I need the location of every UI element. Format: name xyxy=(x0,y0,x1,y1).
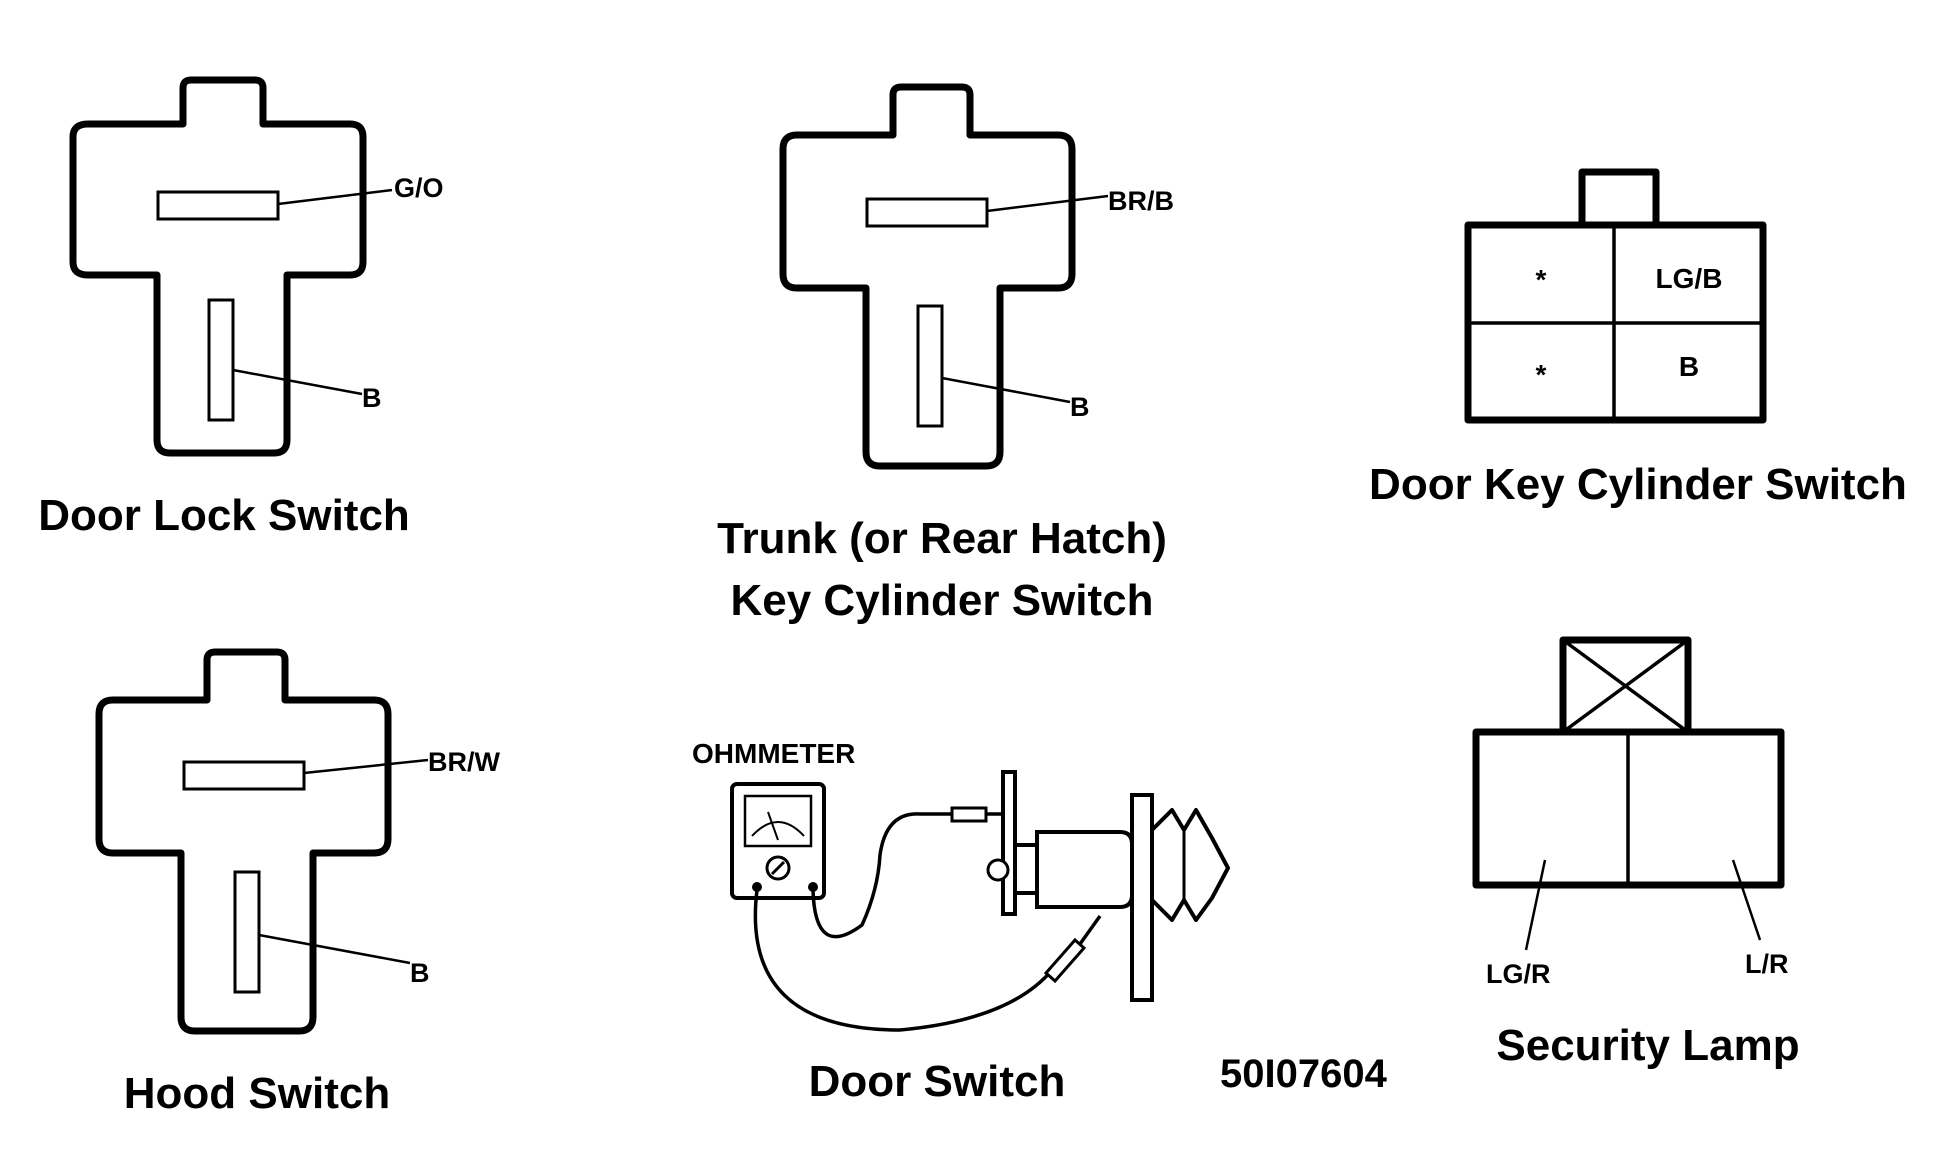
lead-lower-probe xyxy=(1043,937,1087,984)
hood-switch-upper-terminal xyxy=(182,760,306,791)
door-key-cylinder-switch-cell-1: * xyxy=(1536,264,1547,295)
door-switch: OHMMETER Door Switch xyxy=(692,738,1230,1106)
door-key-cylinder-switch-latch xyxy=(1578,168,1660,229)
door-lock-switch-upper-leader xyxy=(277,188,393,206)
security-lamp: LG/R L/R Security Lamp xyxy=(1472,636,1800,1070)
lead-upper-probe xyxy=(950,806,988,823)
hood-switch-lower-leader xyxy=(258,933,411,965)
trunk-key-switch-upper-wire: BR/B xyxy=(1108,186,1174,216)
trunk-key-switch-lower-leader xyxy=(941,376,1071,404)
security-lamp-caption: Security Lamp xyxy=(1496,1021,1799,1070)
trunk-key-switch: BR/B B Trunk (or Rear Hatch) Key Cylinde… xyxy=(717,83,1174,625)
door-lock-switch-upper-wire: G/O xyxy=(394,173,444,203)
hood-switch-lower-wire: B xyxy=(410,958,430,988)
trunk-key-switch-connector-outline xyxy=(779,83,1076,470)
hood-switch-upper-leader xyxy=(303,758,429,775)
hood-switch: BR/W B Hood Switch xyxy=(95,648,500,1118)
part-number: 50I07604 xyxy=(1220,1052,1388,1096)
door-key-cylinder-switch-cell-3: * xyxy=(1536,359,1547,390)
security-lamp-right-leader xyxy=(1731,859,1762,941)
door-lock-switch-lower-wire: B xyxy=(362,383,382,413)
trunk-key-switch-upper-leader xyxy=(986,194,1109,213)
hood-switch-caption: Hood Switch xyxy=(124,1069,390,1118)
hood-switch-connector-outline xyxy=(95,648,392,1035)
trunk-key-switch-lower-terminal xyxy=(916,304,944,428)
door-switch-body xyxy=(986,770,1230,1002)
door-key-cylinder-switch-cell-2: LG/B xyxy=(1656,263,1723,294)
trunk-key-switch-caption-line2: Key Cylinder Switch xyxy=(730,576,1153,625)
security-lamp-right-wire: L/R xyxy=(1745,949,1789,979)
trunk-key-switch-lower-wire: B xyxy=(1070,392,1090,422)
hood-switch-upper-wire: BR/W xyxy=(428,747,500,777)
ohmmeter-lead-lower xyxy=(753,889,1064,1032)
door-lock-switch-lower-leader xyxy=(232,368,363,396)
door-key-cylinder-switch-cell-4: B xyxy=(1679,351,1699,382)
door-lock-switch-connector-outline xyxy=(69,76,367,457)
trunk-key-switch-caption-line1: Trunk (or Rear Hatch) xyxy=(717,514,1167,563)
door-key-cylinder-switch-caption: Door Key Cylinder Switch xyxy=(1369,460,1907,509)
door-lock-switch-upper-terminal xyxy=(156,190,280,221)
hood-switch-lower-terminal xyxy=(233,870,261,994)
security-lamp-left-leader xyxy=(1524,859,1547,951)
door-switch-caption: Door Switch xyxy=(809,1057,1066,1106)
door-lock-switch: G/O B Door Lock Switch xyxy=(38,76,444,540)
security-lamp-latch-cross-2 xyxy=(1561,638,1690,734)
security-lamp-left-wire: LG/R xyxy=(1486,959,1551,989)
ohmmeter xyxy=(730,782,826,900)
door-lock-switch-caption: Door Lock Switch xyxy=(38,491,410,540)
door-lock-switch-lower-terminal xyxy=(207,298,235,422)
ohmmeter-label: OHMMETER xyxy=(692,738,855,769)
door-key-cylinder-switch: * LG/B * B Door Key Cylinder Switch xyxy=(1369,168,1907,509)
ohmmeter-lead-upper xyxy=(811,812,952,939)
trunk-key-switch-upper-terminal xyxy=(865,197,989,228)
